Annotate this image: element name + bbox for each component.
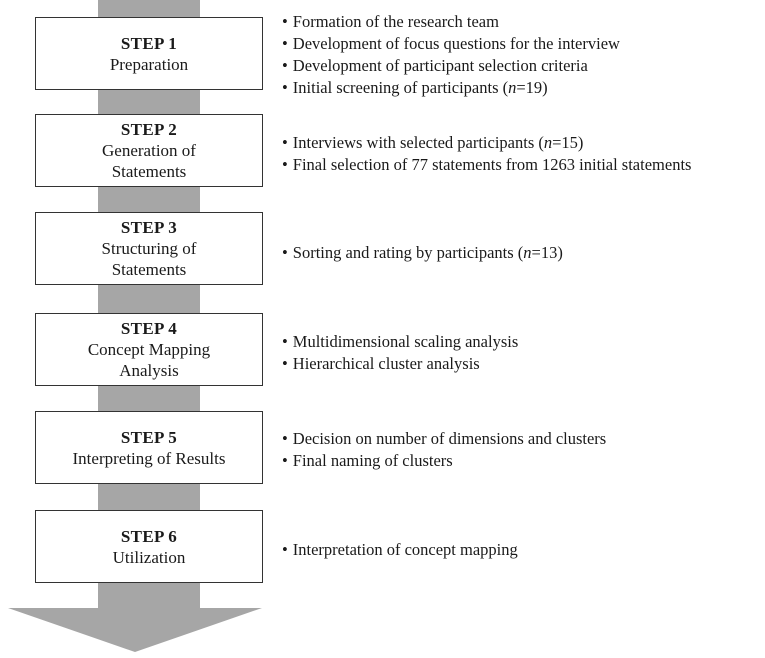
bullet-item: Decision on number of dimensions and clu…: [282, 428, 606, 450]
step-6-subtitle: Utilization: [112, 547, 186, 567]
step-6-bullets: Interpretation of concept mapping: [282, 539, 518, 561]
step-1-title: STEP 1: [120, 33, 178, 53]
bullet-item: Final selection of 77 statements from 12…: [282, 154, 692, 176]
arrow-shaft: [98, 0, 200, 610]
step-2-subtitle: Generation of Statements: [102, 141, 196, 181]
step-3-bullets: Sorting and rating by participants (n=13…: [282, 242, 563, 264]
arrow-head: [8, 608, 262, 652]
bullet-item: Initial screening of participants (n=19): [282, 77, 620, 99]
bullet-item: Multidimensional scaling analysis: [282, 331, 518, 353]
bullet-item: Development of participant selection cri…: [282, 55, 620, 77]
step-1-bullets: Formation of the research team Developme…: [282, 11, 620, 99]
step-2-box: STEP 2 Generation of Statements: [35, 114, 263, 187]
bullet-item: Hierarchical cluster analysis: [282, 353, 518, 375]
step-1-subtitle: Preparation: [109, 54, 189, 74]
step-5-box: STEP 5 Interpreting of Results: [35, 411, 263, 484]
step-1-box: STEP 1 Preparation: [35, 17, 263, 90]
step-5-bullets: Decision on number of dimensions and clu…: [282, 428, 606, 472]
step-4-subtitle: Concept Mapping Analysis: [87, 340, 211, 380]
bullet-item: Final naming of clusters: [282, 450, 606, 472]
step-3-subtitle: Structuring of Statements: [101, 239, 197, 279]
step-4-box: STEP 4 Concept Mapping Analysis: [35, 313, 263, 386]
bullet-item: Formation of the research team: [282, 11, 620, 33]
step-5-title: STEP 5: [120, 427, 178, 447]
bullet-item: Interviews with selected participants (n…: [282, 132, 691, 154]
step-3-box: STEP 3 Structuring of Statements: [35, 212, 263, 285]
step-6-box: STEP 6 Utilization: [35, 510, 263, 583]
step-2-bullets: Interviews with selected participants (n…: [282, 132, 692, 176]
step-4-title: STEP 4: [120, 319, 178, 338]
step-3-title: STEP 3: [120, 218, 178, 237]
step-2-title: STEP 2: [120, 120, 178, 139]
step-5-subtitle: Interpreting of Results: [72, 448, 226, 468]
step-4-bullets: Multidimensional scaling analysis Hierar…: [282, 331, 518, 375]
bullet-item: Interpretation of concept mapping: [282, 539, 518, 561]
bullet-item: Sorting and rating by participants (n=13…: [282, 242, 563, 264]
bullet-item: Development of focus questions for the i…: [282, 33, 620, 55]
step-6-title: STEP 6: [120, 526, 178, 546]
